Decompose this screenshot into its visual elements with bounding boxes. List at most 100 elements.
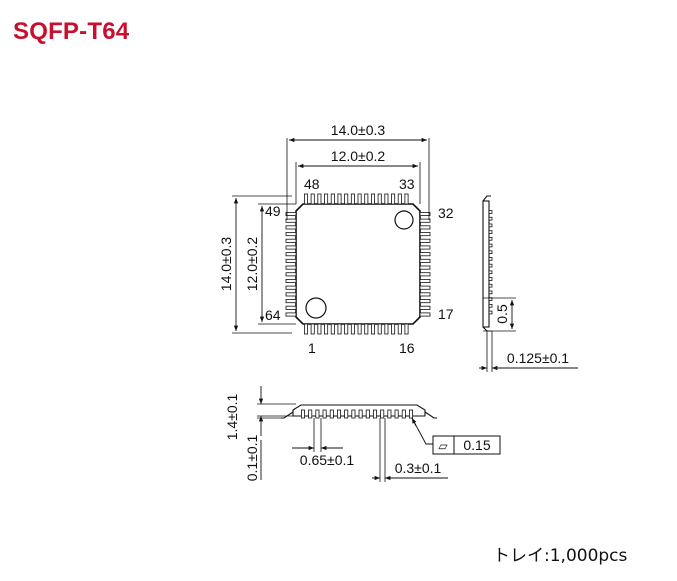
pin-lead <box>364 323 369 335</box>
dim-height-label: 1.4±0.1 <box>224 393 240 440</box>
pin-lead <box>285 258 297 263</box>
bottom-pin-lead <box>336 409 341 419</box>
dim-outer-width-label: 14.0±0.3 <box>331 122 386 138</box>
pin-lead <box>317 323 322 335</box>
pin-lead <box>350 193 355 205</box>
package-title: SQFP-T64 <box>13 18 130 45</box>
side-pin-lead <box>488 236 493 241</box>
bottom-pin-lead <box>365 409 370 419</box>
side-pin-lead <box>488 216 493 221</box>
side-pin-lead <box>488 230 493 234</box>
pin-label-33: 33 <box>399 176 415 192</box>
pin-lead <box>285 245 297 250</box>
pin-lead <box>337 193 342 205</box>
bottom-pin-lead <box>308 409 313 419</box>
pin-lead <box>330 193 335 205</box>
side-pin-lead <box>488 223 493 228</box>
bottom-pin-lead <box>351 409 356 419</box>
side-pin-lead <box>488 243 493 248</box>
pins-top <box>303 193 409 205</box>
pin-lead <box>419 225 431 230</box>
side-pin-lead <box>488 270 493 275</box>
pin-lead <box>419 292 431 297</box>
pin-lead <box>285 285 297 290</box>
pin-lead <box>391 323 396 335</box>
pins-left <box>285 211 297 317</box>
bottom-pin-lead <box>372 409 377 419</box>
pin-lead <box>419 218 431 223</box>
pin-lead <box>384 193 389 205</box>
dim-lead-length-label: 0.5 <box>494 304 510 324</box>
pin-lead <box>377 193 382 205</box>
pin-lead <box>285 299 297 304</box>
side-pin-lead <box>488 283 493 288</box>
bottom-pins <box>300 409 413 419</box>
package-body <box>295 203 421 325</box>
pin-lead <box>419 211 431 216</box>
bottom-pin-lead <box>394 409 399 419</box>
pin-lead <box>397 193 402 205</box>
pin-lead <box>357 323 362 335</box>
side-pin-lead <box>488 210 493 214</box>
pin-lead <box>285 278 297 283</box>
pin-lead <box>404 323 409 335</box>
bottom-pin-lead <box>300 409 305 419</box>
pins-bottom <box>303 323 409 335</box>
pin-label-64: 64 <box>265 307 281 323</box>
pin-lead <box>310 193 315 205</box>
pin-lead <box>344 193 349 205</box>
pin-lead <box>404 193 409 205</box>
pin-lead <box>285 225 297 230</box>
pin-lead <box>419 278 431 283</box>
bottom-pin-lead <box>408 409 413 419</box>
dim-lead-width-label: 0.3±0.1 <box>395 460 442 476</box>
pin-lead <box>357 193 362 205</box>
coplanarity-frame <box>432 435 501 455</box>
side-pin-lead <box>488 310 493 315</box>
pin-lead <box>285 238 297 243</box>
pin-lead <box>303 193 308 205</box>
right-side-view <box>479 195 578 372</box>
tray-quantity: トレイ:1,000pcs <box>493 546 628 566</box>
side-pin-lead <box>488 263 493 268</box>
pin-lead <box>377 323 382 335</box>
pin-lead <box>303 323 308 335</box>
top-view <box>232 137 431 335</box>
pin-lead <box>370 193 375 205</box>
pin-lead <box>285 252 297 257</box>
dim-inner-height-label: 12.0±0.2 <box>244 237 260 292</box>
pin-lead <box>285 305 297 310</box>
bottom-pin-lead <box>344 409 349 419</box>
pin-lead <box>419 265 431 270</box>
pin-label-32: 32 <box>438 205 454 221</box>
side-pin-lead <box>488 277 493 281</box>
pin-label-17: 17 <box>438 306 454 322</box>
pin-lead <box>391 193 396 205</box>
pin-lead <box>310 323 315 335</box>
pin-lead <box>285 312 297 317</box>
bottom-pin-lead <box>322 409 327 419</box>
pins-right <box>419 211 431 317</box>
dim-inner-width-label: 12.0±0.2 <box>331 148 386 164</box>
pin-lead <box>419 305 431 310</box>
pin-label-1: 1 <box>308 340 316 356</box>
bottom-pin-lead <box>387 409 392 419</box>
pin-lead <box>419 312 431 317</box>
pin-lead <box>285 232 297 237</box>
pin-lead <box>419 285 431 290</box>
pin-lead <box>285 265 297 270</box>
side-pin-lead <box>488 257 493 261</box>
bottom-pin-lead <box>380 409 385 419</box>
index-circle <box>305 297 327 319</box>
pin-label-48: 48 <box>304 176 320 192</box>
pin-lead <box>419 245 431 250</box>
pin-lead <box>350 323 355 335</box>
side-pin-lead <box>488 250 493 255</box>
dim-outer-height-label: 14.0±0.3 <box>218 237 234 292</box>
pin-lead <box>384 323 389 335</box>
pin-lead <box>324 193 329 205</box>
pin-lead <box>419 232 431 237</box>
pin-lead <box>419 299 431 304</box>
pin-lead <box>364 193 369 205</box>
